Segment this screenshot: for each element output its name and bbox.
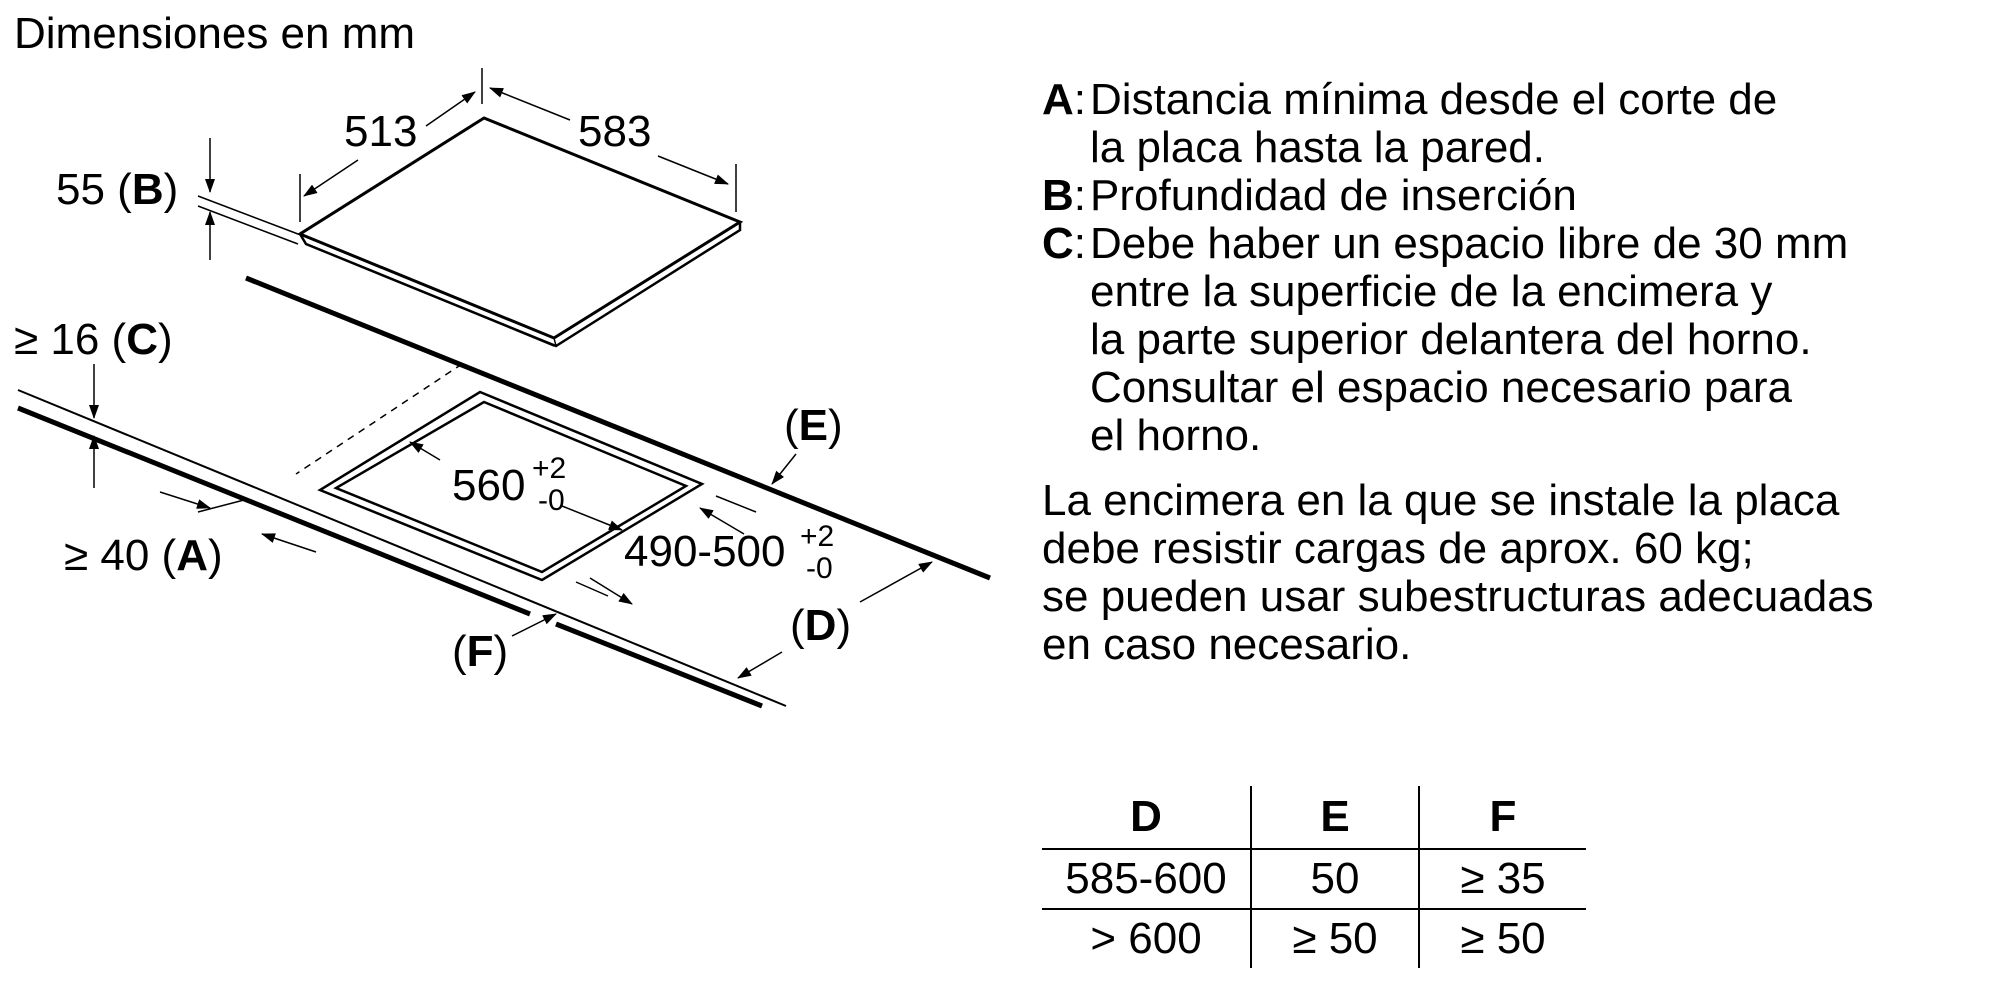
cutout-width-label: 560	[452, 461, 525, 510]
hob-drawing	[296, 116, 744, 348]
cutout-drawing	[317, 390, 705, 582]
worktop-drawing	[17, 275, 991, 709]
dimensions-table: D E F 585-600 50 ≥ 35 > 600 ≥ 50 ≥ 50	[1042, 786, 1586, 968]
label-d: (D)	[790, 601, 851, 650]
table-row: 585-600 50 ≥ 35	[1042, 848, 1586, 909]
table-row: > 600 ≥ 50 ≥ 50	[1042, 908, 1586, 968]
cutout-depth-tol-minus: -0	[806, 552, 833, 585]
table-cell: 585-600	[1042, 848, 1251, 909]
e-pointer	[771, 453, 797, 485]
clearance-front-label: ≥ 16 (C)	[14, 315, 173, 364]
note-a: A: Distancia mínima desde el corte de la…	[1042, 75, 1778, 172]
note-line: la parte superior delantera del horno.	[1090, 315, 1812, 364]
cutout-dimension-lines	[409, 441, 757, 605]
cutout-width-tol-plus: +2	[532, 452, 566, 485]
note-key: B	[1042, 171, 1074, 220]
insertion-dimension-lines	[197, 138, 299, 260]
note-line: entre la superficie de la encimera y	[1090, 267, 1773, 316]
load-note-line: debe resistir cargas de aprox. 60 kg;	[1042, 524, 1754, 573]
note-line: la placa hasta la pared.	[1090, 123, 1545, 172]
diagram-title: Dimensiones en mm	[14, 9, 415, 58]
dimension-depth: 583	[578, 107, 651, 156]
note-c: C: Debe haber un espacio libre de 30 mm …	[1042, 219, 1849, 460]
insertion-label: 55 (B)	[56, 165, 178, 214]
table-cell: 50	[1250, 848, 1419, 909]
wall-distance-label: ≥ 40 (A)	[64, 531, 223, 580]
note-line: Debe haber un espacio libre de 30 mm	[1090, 219, 1849, 268]
load-note-line: se pueden usar subestructuras adecuadas	[1042, 572, 1874, 621]
hob-dimension-lines	[299, 68, 737, 222]
table-header: F	[1418, 786, 1586, 849]
table-header: D	[1130, 792, 1162, 841]
label-e: (E)	[784, 401, 843, 450]
cutout-depth-label: 490-500	[624, 527, 785, 576]
note-key: C	[1042, 219, 1074, 268]
table-header-row: D E F	[1042, 786, 1586, 849]
note-key: A	[1042, 75, 1074, 124]
table-cell: ≥ 50	[1250, 908, 1419, 968]
table-cell: ≥ 50	[1418, 908, 1586, 968]
load-note-line: en caso necesario.	[1042, 620, 1412, 669]
table-cell: > 600	[1042, 908, 1251, 968]
installation-diagram: Dimensiones en mm 513 583 55 (B)	[14, 9, 991, 709]
table-header: E	[1250, 786, 1419, 849]
cutout-depth-tol-plus: +2	[800, 520, 834, 553]
legend-notes: A: Distancia mínima desde el corte de la…	[1042, 76, 1982, 460]
table-cell: ≥ 35	[1418, 848, 1586, 909]
label-f: (F)	[452, 627, 508, 676]
d-pointers	[737, 561, 933, 679]
note-line: el horno.	[1090, 411, 1262, 460]
note-line: Distancia mínima desde el corte de	[1090, 75, 1778, 124]
note-b: B: Profundidad de inserción	[1042, 171, 1577, 220]
f-pointer	[511, 613, 557, 637]
wall-distance-lines	[159, 491, 317, 553]
load-note: La encimera en la que se instale la plac…	[1042, 477, 1982, 669]
load-note-line: La encimera en la que se instale la plac…	[1042, 476, 1840, 525]
cutout-width-tol-minus: -0	[538, 484, 565, 517]
dimension-width: 513	[344, 107, 417, 156]
note-line: Profundidad de inserción	[1090, 171, 1577, 220]
note-line: Consultar el espacio necesario para	[1090, 363, 1792, 412]
